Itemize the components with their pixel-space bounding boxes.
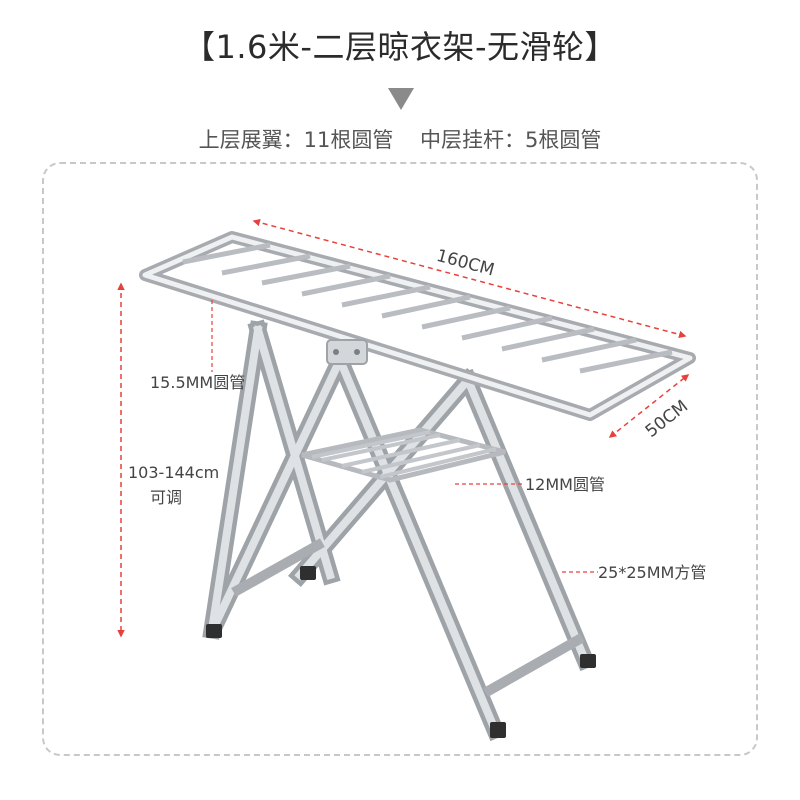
callout-leg-tube: 25*25MM方管 bbox=[562, 563, 706, 582]
height-note-label: 可调 bbox=[150, 488, 182, 507]
leg-tube-label: 25*25MM方管 bbox=[598, 563, 706, 582]
dimension-height: 103-144cm 可调 bbox=[117, 282, 219, 638]
page-title: 【1.6米-二层晾衣架-无滑轮】 bbox=[183, 28, 617, 66]
middle-tube-label: 12MM圆管 bbox=[525, 475, 605, 494]
width-label: 50CM bbox=[642, 396, 692, 441]
callout-top-tube: 15.5MM圆管 bbox=[150, 300, 245, 392]
length-label: 160CM bbox=[434, 246, 496, 281]
spec-subtitle: 上层展翼：11根圆管 中层挂杆：5根圆管 bbox=[198, 128, 602, 152]
product-frame bbox=[42, 162, 758, 756]
rack-legs bbox=[202, 319, 597, 742]
rack-feet bbox=[206, 566, 596, 738]
callout-middle-tube: 12MM圆管 bbox=[455, 475, 605, 494]
middle-shelf bbox=[301, 427, 506, 483]
down-triangle-icon bbox=[388, 88, 414, 110]
top-tube-label: 15.5MM圆管 bbox=[150, 373, 245, 392]
height-range-label: 103-144cm bbox=[128, 463, 219, 482]
